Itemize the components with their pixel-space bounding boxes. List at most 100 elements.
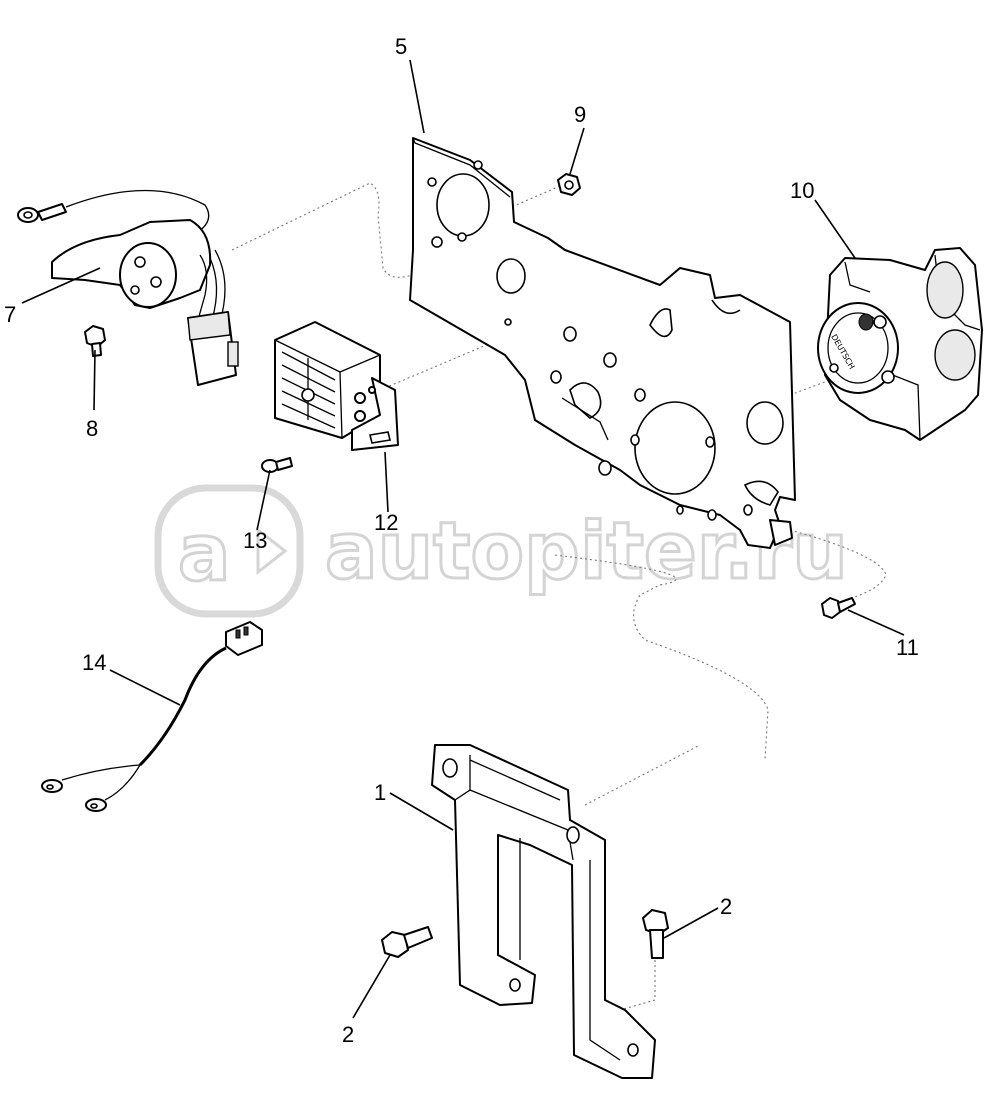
callout-2-right: 2 bbox=[720, 894, 732, 919]
bolt-2-left-head bbox=[381, 931, 409, 958]
bolt-2-left bbox=[381, 926, 433, 958]
screw-11 bbox=[821, 597, 856, 619]
bracket-foot-hole bbox=[627, 1043, 639, 1057]
connector-wire bbox=[197, 254, 208, 321]
plate-hole bbox=[743, 504, 753, 516]
trailer-connector bbox=[17, 189, 239, 386]
connector-wire bbox=[209, 257, 218, 321]
socket-connector: DEUTSCH bbox=[817, 247, 983, 441]
leader-5 bbox=[409, 59, 425, 134]
bolt-8-head bbox=[84, 325, 106, 348]
socket-screw bbox=[873, 315, 887, 329]
bolt-8-shank bbox=[91, 342, 102, 357]
bolt-2-right-shank bbox=[649, 929, 664, 959]
bracket-outline bbox=[431, 744, 656, 1079]
callout-5: 5 bbox=[395, 34, 407, 59]
plate-notch-top bbox=[649, 308, 673, 338]
leader-2-right bbox=[663, 907, 719, 939]
support-bracket bbox=[431, 744, 656, 1079]
phantom-line-10-5 bbox=[789, 379, 831, 396]
connector-face bbox=[119, 242, 177, 308]
plate-hole bbox=[603, 352, 617, 368]
socket-rear-boss bbox=[934, 329, 976, 381]
bolt-2-left-shank bbox=[403, 926, 433, 949]
phantom-line-12-5 bbox=[379, 334, 511, 391]
relay-module bbox=[274, 321, 399, 451]
plate-tab bbox=[561, 397, 609, 441]
plate-notch bbox=[743, 480, 779, 506]
callout-2-left: 2 bbox=[342, 1022, 354, 1047]
harness-cable bbox=[138, 646, 227, 767]
socket-rear-boss bbox=[926, 261, 964, 319]
relay-center-screw bbox=[301, 388, 315, 402]
plate-hole-right bbox=[746, 401, 784, 445]
screw-13-shank bbox=[275, 457, 293, 471]
plate-hole bbox=[707, 509, 717, 521]
relay-terminal bbox=[354, 392, 366, 404]
callout-11: 11 bbox=[896, 635, 919, 660]
phantom-line-5-1 bbox=[554, 554, 769, 761]
relay-fins bbox=[281, 351, 336, 429]
plate-hole bbox=[705, 436, 715, 448]
connector-pin bbox=[134, 256, 146, 268]
leader-12 bbox=[384, 451, 389, 513]
plug-collar bbox=[187, 311, 231, 341]
screw-11-shank bbox=[837, 597, 856, 613]
phantom-line-2-right bbox=[619, 960, 656, 1011]
plate-hole bbox=[676, 505, 684, 515]
socket-pin bbox=[858, 313, 874, 331]
leader-14 bbox=[109, 669, 181, 706]
callout-9: 9 bbox=[574, 102, 586, 127]
callout-14: 14 bbox=[82, 650, 106, 675]
bolt-2-right-head bbox=[642, 909, 669, 935]
plate-hole bbox=[473, 160, 483, 170]
callout-1: 1 bbox=[374, 780, 386, 805]
leader-10 bbox=[814, 199, 856, 259]
watermark-logo-a: a bbox=[178, 509, 231, 599]
bracket-leg-edges bbox=[589, 860, 621, 1061]
plate-hole bbox=[630, 434, 640, 446]
bracket-hole bbox=[566, 826, 580, 844]
callout-12: 12 bbox=[374, 510, 398, 535]
ground-wire bbox=[65, 189, 210, 233]
leader-11 bbox=[847, 609, 905, 636]
plate-large-hole-top bbox=[436, 173, 490, 237]
plug-latch bbox=[227, 341, 239, 367]
harness-terminal-hole bbox=[46, 784, 54, 790]
plate-hole bbox=[598, 460, 612, 476]
plate-hole bbox=[457, 232, 467, 242]
plate-hole bbox=[431, 236, 443, 248]
connector-pin bbox=[150, 276, 162, 288]
leader-7 bbox=[21, 267, 101, 304]
callout-13: 13 bbox=[243, 528, 267, 553]
callout-labels: 5 9 10 7 8 12 13 11 14 1 2 2 bbox=[4, 34, 919, 1047]
leader-8 bbox=[93, 349, 96, 411]
mounting-plate bbox=[409, 137, 796, 549]
nut-hole bbox=[564, 180, 574, 190]
plate-edge bbox=[412, 137, 511, 198]
leader-2-left bbox=[352, 954, 391, 1019]
harness-pin bbox=[235, 629, 241, 639]
screw-11-head bbox=[821, 597, 841, 619]
harness-terminal-hole bbox=[90, 803, 98, 809]
plate-hole bbox=[550, 370, 562, 384]
socket-screw bbox=[829, 363, 839, 373]
bolt-8 bbox=[84, 325, 106, 357]
socket-face-ring bbox=[827, 312, 889, 384]
socket-screw bbox=[881, 370, 895, 384]
phantom-line-11 bbox=[789, 529, 887, 601]
plate-hole-medium bbox=[496, 258, 526, 294]
callout-10: 10 bbox=[790, 178, 814, 203]
ring-terminal-hole bbox=[23, 211, 33, 219]
watermark-arrow-icon bbox=[256, 526, 288, 576]
screw-13 bbox=[261, 457, 293, 473]
plate-notch-top-right bbox=[711, 299, 741, 315]
watermark-logo-ring bbox=[154, 484, 304, 618]
relay-body bbox=[274, 321, 381, 439]
callout-7: 7 bbox=[4, 302, 16, 327]
harness-connector bbox=[225, 621, 263, 656]
bracket-hole bbox=[442, 758, 458, 778]
nut bbox=[557, 173, 581, 196]
plate-hole bbox=[563, 326, 577, 342]
